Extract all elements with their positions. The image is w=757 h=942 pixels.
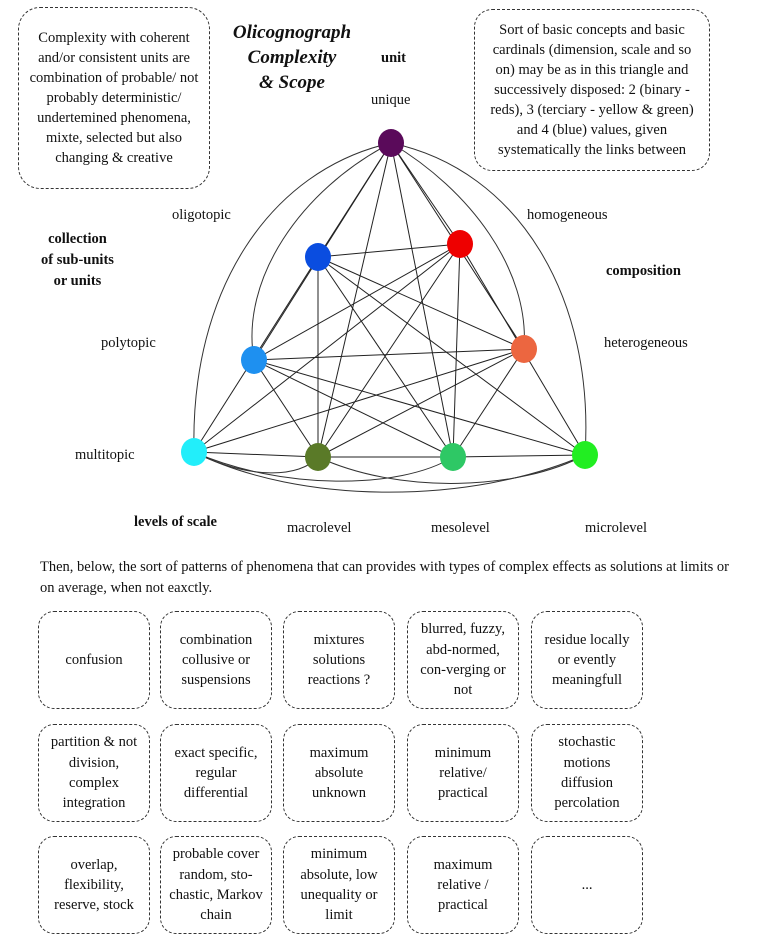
node-unique	[378, 129, 404, 157]
edge-polytopic-microlevel	[253, 359, 586, 456]
label-polytopic: polytopic	[101, 335, 156, 351]
bottom-arc-2	[193, 451, 454, 482]
edge-heterogeneous-mesolevel	[452, 348, 525, 458]
node-mesolevel	[440, 443, 466, 471]
label-multitopic: multitopic	[75, 447, 135, 463]
pattern-cell: blurred, fuzzy, abd-normed, con-verging …	[407, 611, 519, 709]
inner-left-arc	[251, 142, 392, 361]
edge-unique-macrolevel	[317, 142, 392, 458]
label-composition: composition	[606, 263, 681, 279]
pattern-cell: maximum relative / practical	[407, 836, 519, 934]
edge-homogeneous-macrolevel	[317, 243, 461, 458]
edge-unique-mesolevel	[390, 142, 454, 458]
pattern-cell: confusion	[38, 611, 150, 709]
edge-homogeneous-polytopic	[253, 243, 461, 361]
node-oligotopic	[305, 243, 331, 271]
edge-heterogeneous-macrolevel	[317, 348, 525, 458]
node-heterogeneous	[511, 335, 537, 363]
left-note-text: Complexity with coherent and/or consiste…	[29, 30, 199, 166]
label-microlevel: microlevel	[585, 520, 648, 536]
node-homogeneous	[447, 230, 473, 258]
collection-line-1: collection	[48, 231, 107, 247]
pattern-cell: minimum relative/ practical	[407, 724, 519, 822]
edge-oligotopic-microlevel	[317, 256, 586, 456]
label-collection: collection of sub-units or units	[41, 229, 114, 292]
intro-text: Then, below, the sort of patterns of phe…	[40, 559, 729, 597]
label-heterogeneous: heterogeneous	[604, 335, 688, 351]
collection-line-3: or units	[53, 273, 102, 290]
edge-oligotopic-homogeneous	[317, 243, 461, 258]
left-note-box: Complexity with coherent and/or consiste…	[18, 7, 210, 189]
pattern-cell: ...	[531, 836, 643, 934]
edge-polytopic-mesolevel	[253, 359, 454, 458]
edge-oligotopic-mesolevel	[317, 256, 454, 458]
label-levels-of-scale: levels of scale	[134, 514, 217, 530]
bottom-arc-1	[193, 451, 586, 493]
pattern-cell: exact specific, regular differential	[160, 724, 272, 822]
title-line-3: & Scope	[259, 72, 325, 94]
pattern-cell: minimum absolute, low unequality or limi…	[283, 836, 395, 934]
edge-polytopic-heterogeneous	[253, 348, 525, 361]
title-line-1: Olicognograph	[232, 22, 352, 43]
bottom-arc-3	[317, 454, 586, 484]
edge-heterogeneous-multitopic	[193, 348, 525, 453]
label-mesolevel: mesolevel	[431, 520, 490, 536]
label-unit: unit	[381, 50, 406, 66]
right-note-box: Sort of basic concepts and basic cardina…	[474, 9, 710, 171]
inner-right-arc	[390, 142, 525, 350]
pattern-cell: maximum absolute unknown	[283, 724, 395, 822]
pattern-cell: partition & not division, complex integr…	[38, 724, 150, 822]
diagram-title: Olicognograph Complexity & Scope	[212, 20, 372, 95]
pattern-cell: probable cover random, sto-chastic, Mark…	[160, 836, 272, 934]
pattern-cell: stochastic motions diffusion percolation	[531, 724, 643, 822]
bottom-arc-4	[193, 451, 319, 474]
edge-polytopic-macrolevel	[253, 359, 319, 458]
label-macrolevel: macrolevel	[287, 520, 352, 536]
label-oligotopic: oligotopic	[172, 207, 231, 223]
edge-unique-homogeneous	[390, 142, 461, 245]
right-note-text: Sort of basic concepts and basic cardina…	[490, 22, 694, 158]
pattern-cell: combination collusive or suspensions	[160, 611, 272, 709]
label-homogeneous: homogeneous	[527, 207, 608, 223]
node-microlevel	[572, 441, 598, 469]
pattern-cell: mixtures solutions reactions ?	[283, 611, 395, 709]
outer-right-arc	[390, 142, 587, 456]
edge-homogeneous-multitopic	[193, 243, 461, 453]
title-line-2: Complexity	[247, 47, 337, 69]
outer-left-arc	[193, 142, 392, 453]
node-macrolevel	[305, 443, 331, 471]
pattern-cell: residue locally or evently meaningfull	[531, 611, 643, 709]
label-unique: unique	[371, 92, 411, 108]
collection-line-2: of sub-units	[41, 252, 114, 269]
node-polytopic	[241, 346, 267, 374]
node-multitopic	[181, 438, 207, 466]
oligocognograph-diagram	[181, 129, 598, 493]
edge-homogeneous-mesolevel	[452, 243, 461, 458]
edge-multitopic-macrolevel	[193, 451, 319, 458]
pattern-cell: overlap, flexibility, reserve, stock	[38, 836, 150, 934]
edge-mesolevel-microlevel	[452, 454, 586, 458]
